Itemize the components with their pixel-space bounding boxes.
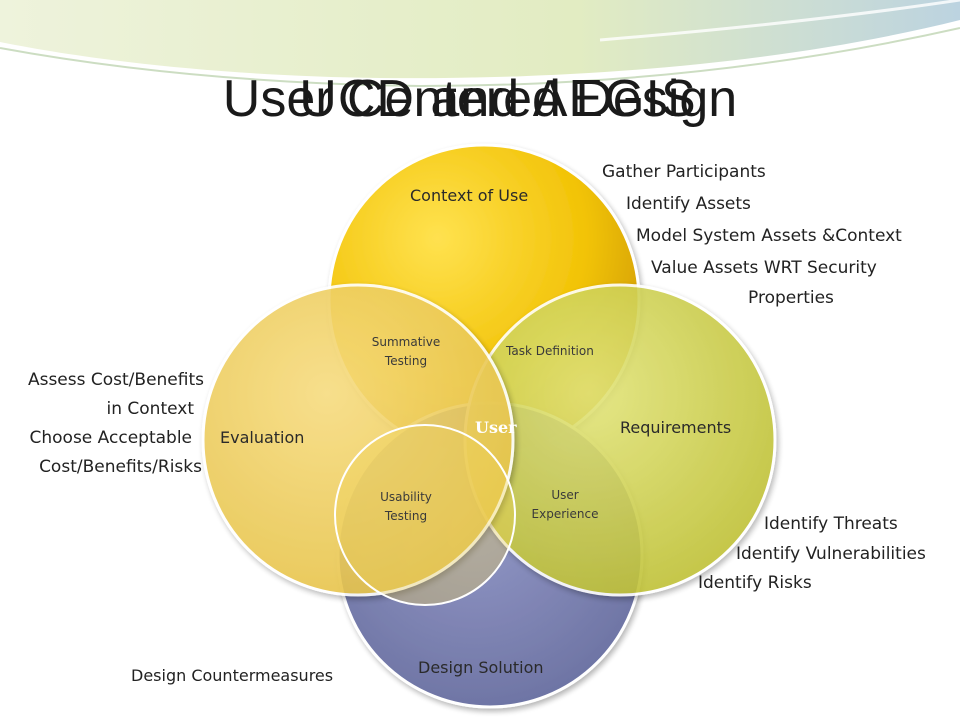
annotation-identify-threats: Identify Threats xyxy=(764,514,898,534)
title-ucd-and-aegis: UCD and AEGIS xyxy=(299,70,697,128)
label-usability-testing: Usability Testing xyxy=(368,488,444,526)
circle-evaluation xyxy=(201,283,515,597)
annotation-assess-cost-benefits: Assess Cost/Benefits xyxy=(27,370,204,390)
annotation-design-countermeasures: Design Countermeasures xyxy=(131,666,334,685)
annotation-model-system-assets: Model System Assets &Context xyxy=(636,226,902,246)
usability-line-2: Testing xyxy=(384,509,428,523)
label-task-definition: Task Definition xyxy=(506,344,594,358)
annotation-properties: Properties xyxy=(748,288,834,308)
experience-line-2: Experience xyxy=(531,507,599,521)
label-user-center: User xyxy=(475,418,517,437)
annotation-choose-acceptable: Choose Acceptable xyxy=(29,428,193,448)
label-context-of-use: Context of Use xyxy=(410,186,529,205)
experience-line-1: User xyxy=(551,488,579,502)
summative-line-2: Testing xyxy=(384,354,428,368)
label-requirements: Requirements xyxy=(620,418,732,437)
title-user-centered-design: User Centered Design xyxy=(222,70,738,128)
circle-user-center xyxy=(334,424,516,606)
annotation-cost-benefits-risks: Cost/Benefits/Risks xyxy=(39,457,202,477)
label-user-experience: User Experience xyxy=(520,486,610,524)
summative-line-1: Summative xyxy=(371,335,441,349)
usability-line-1: Usability xyxy=(380,490,432,504)
label-design-solution: Design Solution xyxy=(418,658,544,677)
annotation-gather-participants: Gather Participants xyxy=(602,162,766,182)
annotation-value-assets: Value Assets WRT Security xyxy=(651,258,877,278)
annotation-identify-vulnerabilities: Identify Vulnerabilities xyxy=(736,544,926,564)
label-evaluation: Evaluation xyxy=(220,428,305,447)
annotation-identify-risks: Identify Risks xyxy=(698,573,812,593)
label-summative-testing: Summative Testing xyxy=(350,333,462,371)
annotation-in-context: in Context xyxy=(106,399,195,419)
annotation-identify-assets: Identify Assets xyxy=(626,194,751,214)
slide-title: User Centered Design UCD and AEGIS xyxy=(0,64,960,134)
